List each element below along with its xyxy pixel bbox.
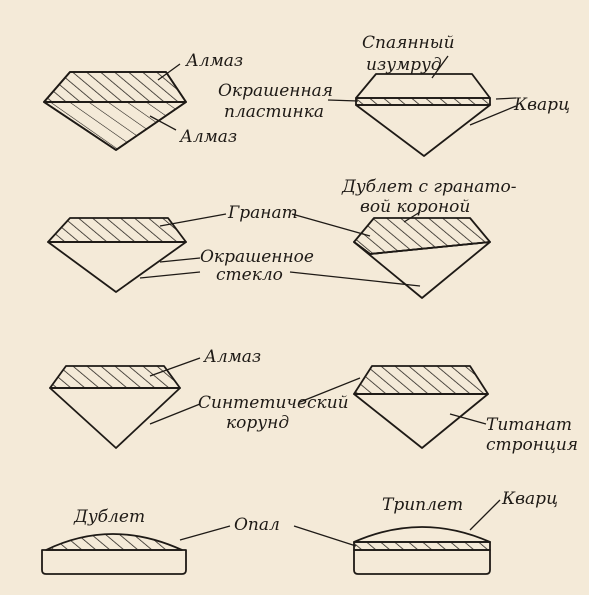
label-soldered-emerald-1: Спаянный [362,33,455,53]
base-doublet [41,549,187,575]
crown-emerald [355,73,491,99]
label-garnet-doublet-1: Дублет с гранато- [341,177,517,197]
pavilion-corundum [49,387,181,449]
pavilion-glass [47,241,187,293]
label-doublet: Дублет [73,507,145,527]
label-titanate-2: стронция [486,435,578,455]
dome-opal [45,533,183,551]
label-colored-plate-2: пластинка [224,102,324,122]
label-colored-glass-1: Окрашенное [200,247,314,267]
colored-plate [355,97,491,106]
label-garnet: Гранат [227,203,298,223]
label-soldered-emerald-2: изумруд [366,55,442,75]
label-triplet: Триплет [382,495,463,515]
crown-corundum [353,365,489,395]
label-colored-plate-1: Окрашенная [218,81,333,101]
pavilion-diamond [43,101,187,151]
label-colored-glass-2: стекло [216,265,283,285]
label-quartz-1: Кварц [513,95,570,115]
label-synthetic-corundum-1: Синтетический [198,393,349,413]
gem-diamond-doublet [43,71,187,151]
gem-soldered-emerald [355,73,491,157]
gem-diamond-corundum-doublet [49,365,181,449]
gem-opal-doublet [41,533,187,575]
pavilion-titanate [353,393,489,449]
base-triplet [353,549,491,575]
crown-diamond-3 [49,365,181,389]
pavilion-quartz [355,104,491,157]
label-almaz-bottom: Алмаз [179,127,237,147]
label-titanate-1: Титанат [486,415,572,435]
label-opal: Опал [234,515,280,535]
gem-opal-triplet [353,526,491,575]
gem-corundum-titanate-doublet [353,365,489,449]
dome-quartz [353,526,491,543]
leader-lines [139,55,517,547]
opal-layer [353,541,491,551]
label-almaz-row3: Алмаз [203,347,261,367]
label-almaz-top: Алмаз [185,51,243,71]
label-synthetic-corundum-2: корунд [226,413,289,433]
gem-garnet-glass-doublet [47,217,187,293]
gem-garnet-crowned-doublet [353,217,491,299]
label-garnet-doublet-2: вой короной [360,197,470,217]
label-quartz-2: Кварц [501,489,558,509]
crown-garnet [47,217,187,243]
labels: Алмаз Алмаз Спаянный изумруд Окрашенная … [73,33,578,535]
